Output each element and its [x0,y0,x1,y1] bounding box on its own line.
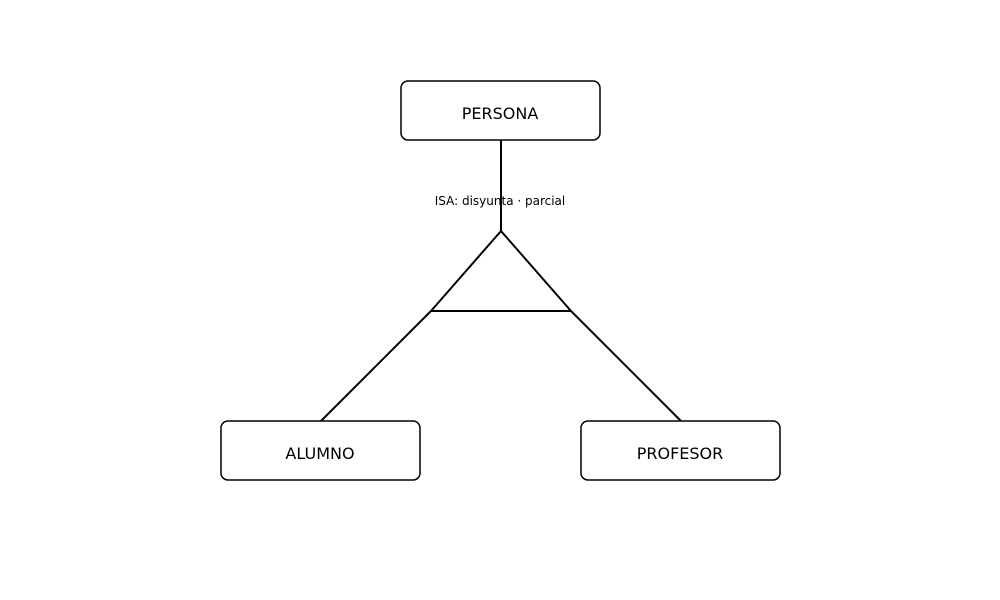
entity-persona[interactable]: PERSONA [400,80,601,141]
isa-triangle-left-edge [430,230,502,312]
isa-to-profesor-connector [570,310,682,422]
entity-alumno-box [220,420,421,481]
isa-label: ISA: disyunta · parcial [435,194,566,208]
isa-to-alumno-connector [320,310,432,422]
entity-alumno[interactable]: ALUMNO [220,420,421,481]
entity-profesor-label: PROFESOR [637,444,724,463]
entity-alumno-label: ALUMNO [285,444,354,463]
entity-profesor-box [580,420,781,481]
entity-profesor[interactable]: PROFESOR [580,420,781,481]
isa-triangle-right-edge [500,230,572,312]
entity-persona-box [400,80,601,141]
entity-persona-label: PERSONA [462,104,539,123]
